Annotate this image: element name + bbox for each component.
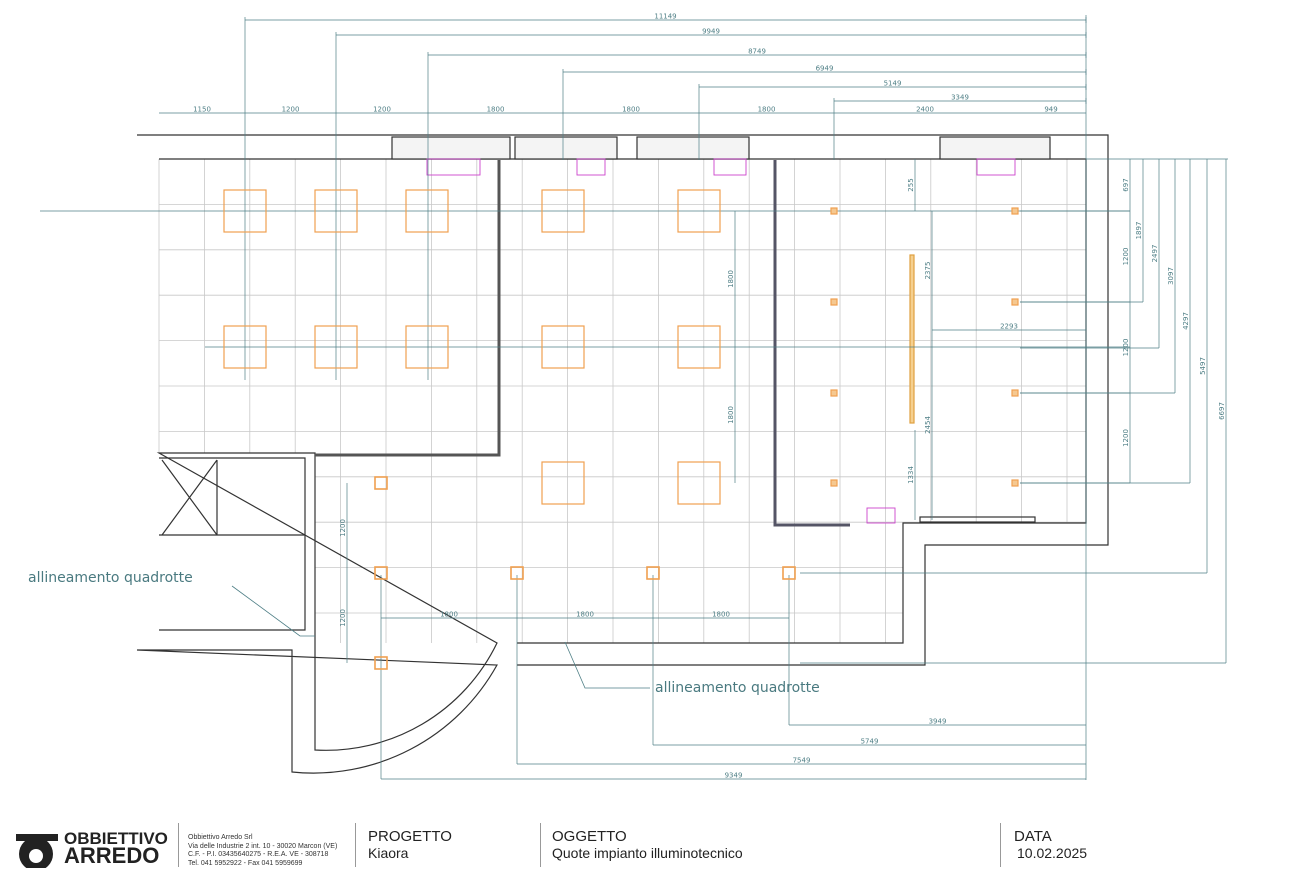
window-3 [636,136,750,160]
dimension-label: 3097 [1167,267,1175,285]
downlight [510,566,524,580]
spot-light [830,389,838,397]
dimensions: 11149 9949 8749 6949 5149 3349 1150 1200 1200 180… [40,13,1228,780]
fixtures [223,189,1019,670]
spot-light [1011,207,1019,215]
dimension-label: 2375 [924,262,932,280]
dimension-label: 5749 [861,738,879,746]
stair-box [159,457,306,631]
dimension-label: 1200 [339,519,347,537]
dimension-label: 1800 [487,106,505,114]
dimension-label: 8749 [748,48,766,56]
walls [136,134,1109,774]
dimension-label: 1800 [622,106,640,114]
square-light-fixture [541,189,585,233]
square-light-fixture [541,461,585,505]
dimension-label: 3349 [951,94,969,102]
spot-light [830,298,838,306]
door-frame [919,516,1036,523]
dimension-label: 3949 [929,718,947,726]
spot-light [830,479,838,487]
downlight [374,476,388,490]
dimension-label: 2293 [1000,323,1018,331]
floor-plan: 11149 9949 8749 6949 5149 3349 1150 1200 1200 180… [28,13,1228,780]
dimension-label: 1800 [440,611,458,619]
dimension-label: 1150 [193,106,211,114]
dimension-label: 1800 [758,106,776,114]
square-light-fixture [677,189,721,233]
accent-boxes [426,158,1016,524]
logo-mark-icon [16,834,58,871]
dimension-label: 949 [1044,106,1057,114]
inner-wall [156,158,1087,751]
partition-wall-2 [773,160,850,527]
square-light-fixture [541,325,585,369]
dimension-label: 5149 [884,80,902,88]
partition-wall-1 [315,160,501,457]
dimension-label: 1897 [1135,222,1143,240]
dimension-label: 1800 [727,270,735,288]
dimension-label: 1200 [282,106,300,114]
spot-light [830,207,838,215]
dimension-label: 9349 [725,772,743,780]
downlight [374,566,388,580]
window-4 [939,136,1051,160]
downlight [646,566,660,580]
downlight [374,656,388,670]
square-light-fixture [223,189,267,233]
dimension-label: 1800 [576,611,594,619]
dimension-label: 6697 [1218,402,1226,420]
square-light-fixture [314,325,358,369]
spot-light [1011,479,1019,487]
spot-light [1011,389,1019,397]
square-light-fixture [223,325,267,369]
note-alignment-left: allineamento quadrotte [28,570,193,586]
dimension-label: 1200 [339,609,347,627]
dimension-label: 7549 [793,757,811,765]
outer-wall [136,134,1109,774]
dimension-label: 2497 [1151,245,1159,263]
notes: allineamento quadrotte allineamento quad… [28,570,820,696]
square-light-fixture [405,189,449,233]
dimension-label: 2400 [916,106,934,114]
dimension-label: 1800 [712,611,730,619]
dimension-label: 11149 [654,13,676,21]
dimension-label: 2454 [924,416,932,434]
window-2 [514,136,618,160]
dimension-label: 697 [1122,178,1130,191]
window-1 [391,136,511,160]
square-light-fixture [677,325,721,369]
square-light-fixture [677,461,721,505]
square-light-fixture [314,189,358,233]
spot-light [1011,298,1019,306]
vertical-lamp [909,254,915,424]
note-alignment-bottom: allineamento quadrotte [655,680,820,696]
dimension-label: 1200 [1122,248,1130,266]
dimension-label: 6949 [816,65,834,73]
dimension-label: 4297 [1182,312,1190,330]
dimension-label: 1334 [907,466,915,484]
ceiling-grid [158,158,1086,643]
dimension-label: 1200 [1122,339,1130,357]
dimension-label: 1200 [373,106,391,114]
square-light-fixture [405,325,449,369]
dimension-label: 255 [907,178,915,191]
dimension-label: 1800 [727,406,735,424]
dimension-label: 9949 [702,28,720,36]
dimension-label: 5497 [1199,357,1207,375]
downlight [782,566,796,580]
dimension-label: 1200 [1122,429,1130,447]
